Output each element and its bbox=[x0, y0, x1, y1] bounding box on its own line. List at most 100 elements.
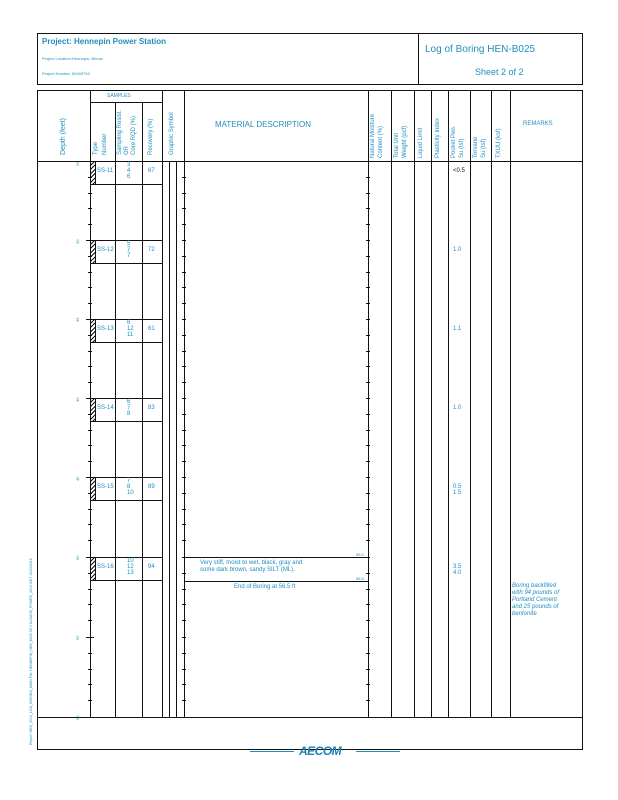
depth-tick bbox=[366, 366, 370, 367]
remarks-line: and 25 pounds of bbox=[512, 604, 559, 610]
depth-label: 30 bbox=[75, 239, 80, 244]
depth-tick bbox=[88, 669, 92, 670]
depth-label: 40 bbox=[75, 397, 80, 402]
end-of-boring-line bbox=[184, 581, 368, 582]
depth-tick bbox=[182, 382, 186, 383]
depth-tick bbox=[88, 700, 92, 701]
depth-tick bbox=[88, 653, 92, 654]
project-title: Project: Hennepin Power Station bbox=[42, 37, 167, 46]
depth-tick bbox=[88, 509, 92, 510]
depth-tick bbox=[182, 287, 186, 288]
depth-tick bbox=[182, 509, 186, 510]
sample-blow-count: 10 bbox=[127, 490, 134, 496]
sample-recovery: 72 bbox=[148, 247, 155, 253]
pocket-pen-header: Pocket Pen. bbox=[451, 125, 457, 158]
recovery-header: Recovery (%) bbox=[148, 118, 154, 155]
depth-tick bbox=[88, 461, 92, 462]
depth-tick bbox=[88, 382, 92, 383]
depth-tick bbox=[366, 540, 370, 541]
depth-label: 50 bbox=[75, 555, 80, 560]
sample-blow-count: 7 bbox=[127, 405, 131, 411]
sample-blow-count: 4 bbox=[127, 168, 131, 174]
pocket-pen-value: 1.5 bbox=[453, 490, 462, 496]
depth-tick bbox=[366, 303, 370, 304]
depth-tick bbox=[182, 524, 186, 525]
sheet-number: Sheet 2 of 2 bbox=[475, 67, 524, 77]
sample-id: SS-13 bbox=[97, 326, 114, 332]
col-line bbox=[184, 90, 185, 717]
sample-blow-count: 7 bbox=[127, 247, 131, 253]
header-row-bottom bbox=[37, 161, 583, 162]
depth-tick bbox=[366, 256, 370, 257]
pocket-pen-value: 3.5 bbox=[453, 564, 462, 570]
depth-tick bbox=[366, 240, 370, 241]
remarks-line: with 94 pounds of bbox=[512, 590, 560, 596]
sample-blow-count: 8 bbox=[127, 411, 131, 417]
sample-interval bbox=[90, 319, 162, 343]
depth-tick bbox=[88, 351, 92, 352]
depth-label: 45 bbox=[75, 476, 80, 481]
sample-id: SS-15 bbox=[97, 484, 114, 490]
depth-tick bbox=[182, 604, 186, 605]
graphic-symbol-header: Graphic Symbol bbox=[169, 112, 175, 155]
pocket-pen-value: 1.0 bbox=[453, 405, 462, 411]
depth-tick bbox=[182, 224, 186, 225]
plasticity-header: Plasticity Index bbox=[435, 117, 441, 158]
sample-interval bbox=[90, 398, 162, 422]
sample-recovery: 83 bbox=[148, 405, 155, 411]
depth-tick bbox=[182, 700, 186, 701]
sample-blow-count: 8 bbox=[127, 484, 131, 490]
depth-label: 25 bbox=[75, 161, 80, 166]
depth-tick bbox=[182, 430, 186, 431]
sample-blow-count: 13 bbox=[127, 570, 134, 576]
depth-tick bbox=[86, 637, 94, 638]
depth-tick bbox=[182, 684, 186, 685]
depth-tick bbox=[366, 351, 370, 352]
txuu-header: TXUU (ksf) bbox=[496, 128, 502, 158]
material-layer-text-2: some dark brown, sandy SILT (ML). bbox=[200, 567, 295, 573]
depth-tick bbox=[88, 208, 92, 209]
depth-tick bbox=[182, 335, 186, 336]
depth-tick bbox=[366, 637, 370, 638]
elevation-top: 55.0 bbox=[356, 552, 364, 557]
depth-label: 35 bbox=[75, 317, 80, 322]
or-header: OR bbox=[124, 146, 130, 155]
sample-interval bbox=[90, 161, 162, 185]
depth-tick bbox=[88, 366, 92, 367]
sample-blow-count: 10 bbox=[127, 558, 134, 564]
project-location-label: Project Location: bbox=[42, 56, 72, 61]
depth-tick bbox=[366, 382, 370, 383]
depth-tick bbox=[182, 477, 186, 478]
sample-type-symbol bbox=[90, 319, 96, 343]
log-title: Log of Boring HEN-B025 bbox=[425, 44, 536, 55]
depth-tick bbox=[366, 461, 370, 462]
depth-tick bbox=[88, 224, 92, 225]
depth-tick bbox=[366, 477, 370, 478]
sample-blow-count: 3 bbox=[127, 162, 131, 168]
depth-tick bbox=[366, 398, 370, 399]
depth-tick bbox=[182, 669, 186, 670]
depth-tick bbox=[182, 540, 186, 541]
sample-blow-count: 6 bbox=[127, 320, 131, 326]
col-line bbox=[491, 90, 492, 717]
log-box bbox=[37, 90, 583, 750]
depth-tick bbox=[88, 604, 92, 605]
depth-tick bbox=[182, 637, 186, 638]
depth-tick bbox=[182, 461, 186, 462]
log-bottom-line bbox=[37, 717, 583, 718]
depth-tick bbox=[182, 240, 186, 241]
sample-id: SS-16 bbox=[97, 564, 114, 570]
depth-tick bbox=[88, 272, 92, 273]
col-line bbox=[414, 90, 415, 717]
project-location-value: Hennepin, Illinois bbox=[72, 56, 103, 61]
graphic-line bbox=[169, 161, 170, 717]
remarks-line: Portland Cement bbox=[512, 597, 558, 603]
sample-type-symbol bbox=[90, 240, 96, 264]
depth-tick bbox=[366, 319, 370, 320]
sample-blow-count: 7 bbox=[127, 478, 131, 484]
depth-tick bbox=[182, 366, 186, 367]
sample-blow-count: 7 bbox=[127, 253, 131, 259]
unit-weight-header-2: Weight (pcf) bbox=[402, 125, 408, 158]
sample-blow-count: 6 bbox=[127, 174, 131, 180]
moisture-header-2: Content (%) bbox=[378, 125, 384, 158]
